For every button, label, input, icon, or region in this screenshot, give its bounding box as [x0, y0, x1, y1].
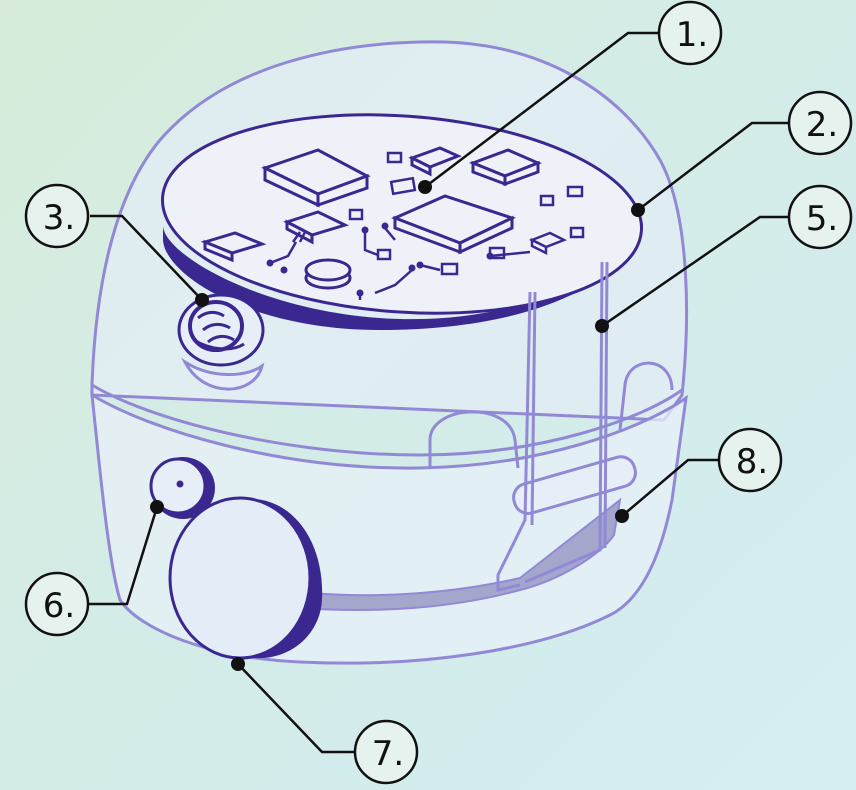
leader-2: [637, 121, 790, 211]
callout-2-label: 2.: [806, 105, 838, 145]
wheel-arch-front: [428, 410, 520, 469]
callout-1-label: 1.: [676, 15, 708, 55]
callout-5-label: 5.: [806, 199, 838, 239]
endpoint-6: [150, 500, 164, 514]
callout-6-label: 6.: [43, 586, 75, 626]
component-1: [386, 151, 403, 164]
leader-lines: [88, 31, 790, 754]
power-switch: [177, 293, 265, 367]
chip-top-right: [468, 148, 542, 187]
leader-6: [88, 506, 159, 606]
endpoint-5: [595, 319, 609, 333]
front-sensor-wheel: [149, 457, 215, 519]
chip-top-left: [261, 148, 371, 208]
component-6: [566, 185, 584, 198]
component-4: [376, 248, 392, 261]
callout-8: 8.: [717, 427, 783, 493]
callout-3: 3.: [24, 183, 90, 249]
main-processor-chip: [391, 194, 517, 255]
sensor-window: [181, 357, 265, 391]
main-wheel: [168, 496, 323, 660]
callout-2: 2.: [787, 90, 853, 156]
leader-1: [424, 31, 660, 188]
component-9: [440, 262, 459, 276]
circuit-board: [160, 113, 644, 330]
wheel-arch-side: [618, 361, 674, 431]
endpoint-7: [231, 657, 245, 671]
leader-endpoints: [150, 180, 645, 671]
callout-7: 7.: [353, 719, 419, 785]
side-strip: [496, 261, 609, 592]
endpoint-3: [195, 293, 209, 307]
chip-top-center: [408, 146, 462, 177]
component-7: [569, 226, 585, 239]
leader-7: [237, 663, 356, 754]
leader-8: [621, 458, 720, 517]
callout-1: 1.: [657, 0, 723, 66]
chip-bottom-left: [200, 231, 267, 263]
board-buzzer: [304, 258, 352, 290]
callout-7-label: 7.: [372, 734, 404, 774]
callout-5: 5.: [787, 184, 853, 250]
endpoint-2: [631, 203, 645, 217]
leader-3: [90, 214, 203, 301]
component-2: [389, 176, 417, 196]
endpoint-8: [615, 509, 629, 523]
callout-3-label: 3.: [43, 198, 75, 238]
component-5: [539, 194, 555, 207]
leader-5: [601, 215, 790, 328]
callout-8-label: 8.: [736, 442, 768, 482]
component-3: [348, 208, 364, 221]
component-10: [528, 231, 568, 256]
callout-6: 6.: [24, 571, 90, 637]
endpoint-1: [418, 180, 432, 194]
board-vias: [266, 222, 494, 297]
robot-bottom-stripe: [299, 497, 622, 612]
